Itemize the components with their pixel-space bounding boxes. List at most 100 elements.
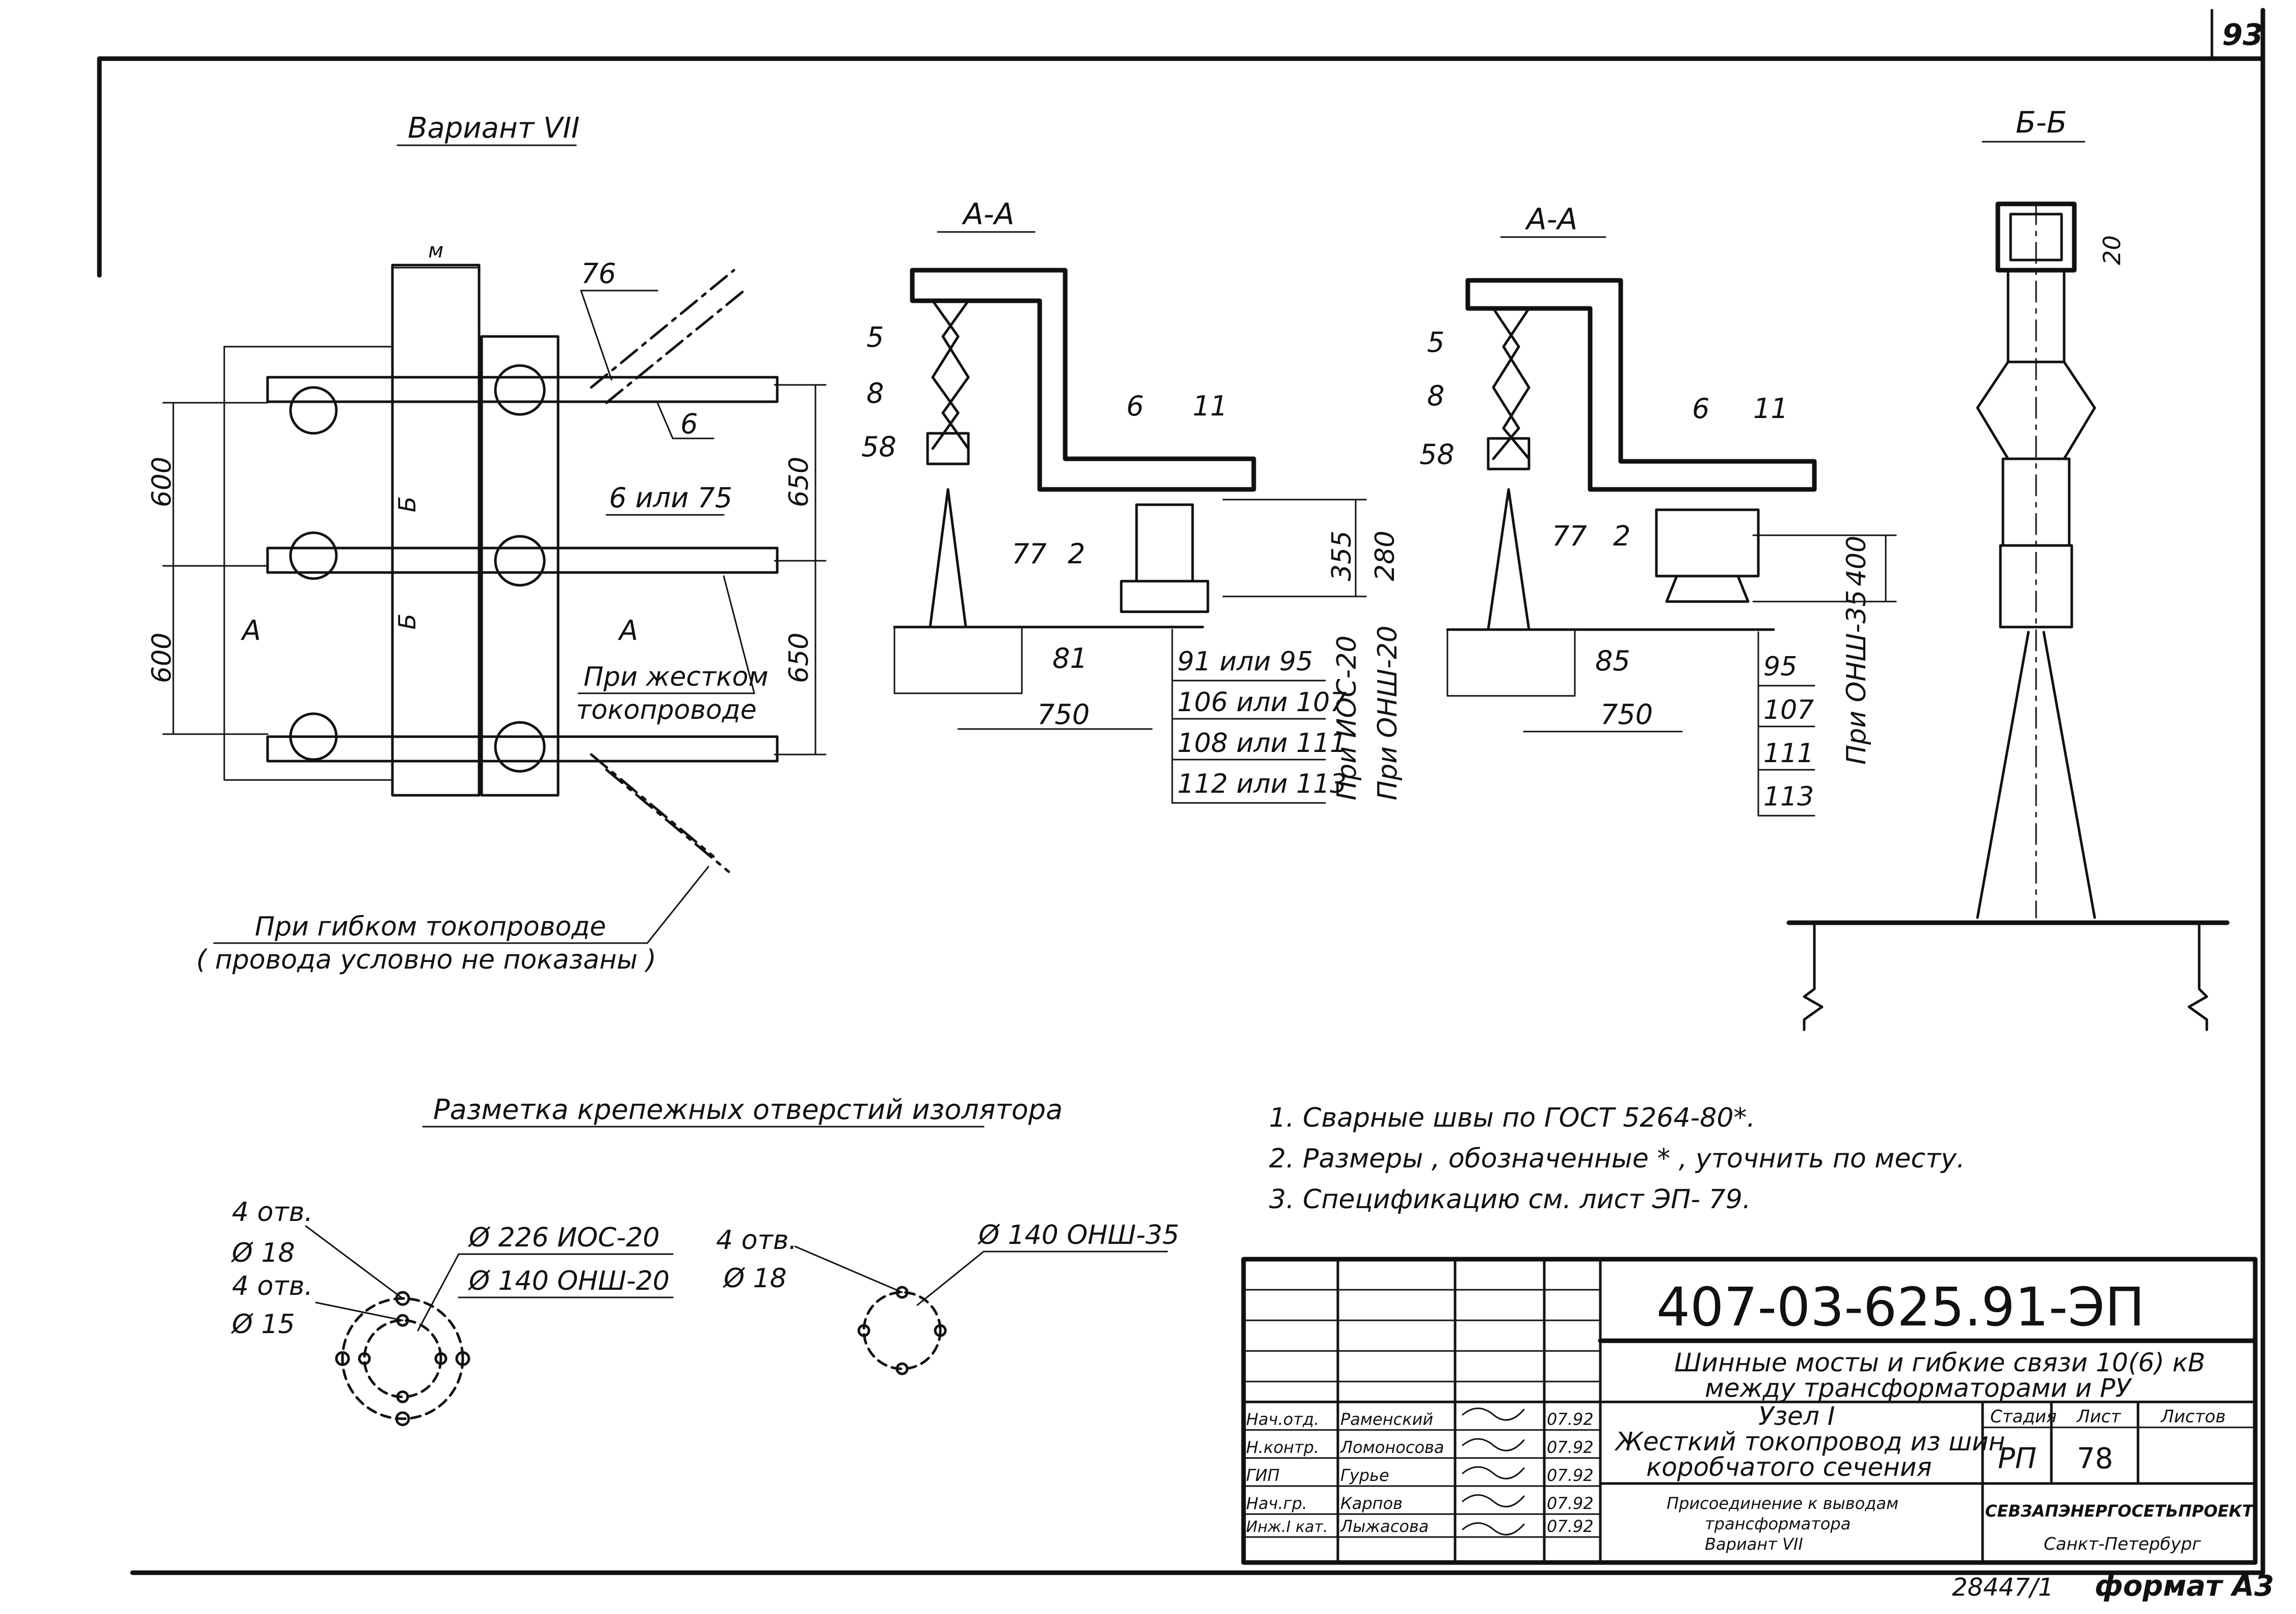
- signature-marks: [1462, 1408, 1525, 1535]
- aa2-callout-6: 6: [1692, 393, 1709, 425]
- dim-600-bottom: 600: [147, 633, 177, 683]
- hole-right-2: Ø 18: [723, 1263, 787, 1294]
- hole-right-1: 4 отв.: [716, 1225, 797, 1256]
- aa1-option-1: 91 или 95: [1177, 646, 1313, 677]
- aa1-callout-11: 11: [1193, 390, 1228, 422]
- flexible-note-line1: При гибком токопроводе: [255, 912, 606, 942]
- aa1-callout-8: 8: [866, 377, 884, 409]
- section-mark-b-bottom: Б: [393, 613, 421, 630]
- section-mark-a-left: A: [241, 614, 261, 646]
- stage-value: РП: [1998, 1442, 2037, 1475]
- sheets-header: Листов: [2160, 1407, 2226, 1427]
- transformer-body: [391, 264, 481, 797]
- sig-role-1: Нач.отд.: [1246, 1410, 1319, 1429]
- hole-left-5: Ø 226 ИОС-20: [468, 1222, 659, 1253]
- sig-date-3: 07.92: [1547, 1466, 1594, 1485]
- sig-name-5: Лыжасова: [1340, 1517, 1429, 1536]
- section-mark-b-top: Б: [393, 496, 421, 512]
- variant-title: Вариант VII: [408, 112, 579, 145]
- hole-patterns: Разметка крепежных отверстий изолятора 4…: [231, 1094, 1179, 1426]
- aa1-side-label-2: При ОНШ-20: [1373, 626, 1403, 800]
- aa1-option-2: 106 или 107: [1177, 687, 1347, 718]
- org-city: Санкт-Петербург: [2044, 1534, 2202, 1554]
- dim-650-top: 650: [784, 457, 814, 507]
- hole-left-4: Ø 15: [231, 1309, 295, 1340]
- aa2-callout-8: 8: [1427, 380, 1444, 412]
- note-3: 3. Спецификацию см. лист ЭП- 79.: [1269, 1184, 1751, 1215]
- sheet-frame: [97, 8, 2265, 1575]
- section-bb-title: Б-Б: [2016, 105, 2067, 140]
- aa2-option-2: 107: [1763, 695, 1814, 725]
- sheet-header: Лист: [2076, 1407, 2121, 1427]
- sig-role-4: Нач.гр.: [1246, 1494, 1307, 1513]
- sig-date-4: 07.92: [1547, 1494, 1594, 1513]
- aa1-callout-6: 6: [1126, 390, 1144, 422]
- aa2-callout-11: 11: [1753, 393, 1788, 425]
- section-bb-dim: 20: [2098, 235, 2126, 265]
- sheet-title-line1: Узел I: [1758, 1401, 1835, 1431]
- aa2-callout-58: 58: [1419, 438, 1455, 471]
- sub-title-line1: Присоединение к выводам: [1667, 1494, 1898, 1513]
- aa2-dim-400: 400: [1841, 536, 1872, 586]
- aa1-option-3: 108 или 111: [1177, 728, 1347, 759]
- sig-date-5: 07.92: [1547, 1517, 1594, 1536]
- aa1-option-4: 112 или 113: [1177, 769, 1347, 799]
- flexible-links: [590, 269, 746, 873]
- sub-title-line2: трансформатора: [1705, 1514, 1851, 1533]
- format-label: формат А3: [2095, 1570, 2274, 1603]
- insulator-2-aa1: [1135, 503, 1194, 583]
- rigid-note-line1: При жестком: [584, 662, 769, 692]
- sig-name-3: Гурье: [1340, 1466, 1389, 1485]
- note-1: 1. Сварные швы по ГОСТ 5264-80*.: [1269, 1103, 1755, 1133]
- title-block: 407-03-625.91-ЭП Шинные мосты и гибкие с…: [1241, 1257, 2258, 1565]
- aa2-option-1: 95: [1763, 652, 1797, 682]
- aa1-callout-81: 81: [1052, 642, 1088, 674]
- hole-left-6: Ø 140 ОНШ-20: [468, 1266, 670, 1296]
- sheet-value: 78: [2077, 1442, 2113, 1475]
- hole-left-1: 4 отв.: [232, 1197, 313, 1228]
- holes-title: Разметка крепежных отверстий изолятора: [433, 1094, 1063, 1126]
- general-notes: 1. Сварные швы по ГОСТ 5264-80*. 2. Разм…: [1269, 1103, 1965, 1215]
- section-mark-a-right: A: [618, 614, 638, 646]
- sig-name-4: Карпов: [1340, 1494, 1403, 1513]
- callout-6-or-75: 6 или 75: [609, 482, 732, 514]
- insulator-2-aa2: [1655, 508, 1760, 578]
- sheet-title-line3: коробчатого сечения: [1646, 1452, 1932, 1482]
- dim-650-bottom: 650: [784, 633, 814, 683]
- sig-role-5: Инж.I кат.: [1246, 1518, 1328, 1536]
- org-name: СЕВЗАПЭНЕРГОСЕТЬПРОЕКТ: [1985, 1501, 2254, 1521]
- stamp-number: 28447/1: [1952, 1573, 2053, 1602]
- hole-left-2: Ø 18: [231, 1238, 295, 1268]
- doc-code: 407-03-625.91-ЭП: [1656, 1276, 2145, 1338]
- aa2-option-3: 111: [1763, 738, 1814, 769]
- aa1-dim-750: 750: [1037, 698, 1090, 731]
- flexible-note-line2: ( провода условно не показаны ): [196, 945, 656, 975]
- project-title-line1: Шинные мосты и гибкие связи 10(6) кВ: [1674, 1348, 2205, 1377]
- aa2-callout-85: 85: [1595, 645, 1630, 677]
- rigid-bus-aa1: [910, 268, 1256, 492]
- sub-title-line3: Вариант VII: [1705, 1534, 1803, 1554]
- section-aa-2: A-A 5 8 58 6 11 77 2 85 400 750 95 107 1…: [1419, 202, 1897, 817]
- sheet-title-line2: Жесткий токопровод из шин: [1614, 1427, 2005, 1456]
- aa2-option-4: 113: [1763, 782, 1814, 812]
- section-aa-1-title: A-A: [961, 197, 1014, 231]
- callout-6: 6: [680, 408, 698, 440]
- hole-left-3: 4 отв.: [232, 1271, 313, 1301]
- dim-600-top: 600: [147, 457, 177, 507]
- sig-role-3: ГИП: [1246, 1466, 1280, 1485]
- aa2-callout-77: 77: [1552, 520, 1587, 552]
- aa1-callout-2: 2: [1068, 538, 1085, 570]
- plan-view: Вариант VII м: [147, 112, 827, 975]
- sig-date-2: 07.92: [1547, 1438, 1594, 1457]
- aa2-side-label: При ОНШ-35: [1841, 590, 1872, 765]
- rigid-note-line2: токопроводе: [576, 695, 757, 725]
- section-aa-1: A-A 5 8 58 6 11 77 2 81 355 280 750 91 и…: [861, 197, 1403, 804]
- callout-76: 76: [581, 257, 616, 290]
- aa1-callout-77: 77: [1012, 538, 1047, 570]
- sig-date-1: 07.92: [1547, 1410, 1594, 1429]
- sig-role-2: Н.контр.: [1246, 1438, 1319, 1457]
- aa2-callout-2: 2: [1613, 520, 1630, 552]
- project-title-line2: между трансформаторами и РУ: [1705, 1373, 2132, 1403]
- stage-header: Стадия: [1990, 1407, 2056, 1427]
